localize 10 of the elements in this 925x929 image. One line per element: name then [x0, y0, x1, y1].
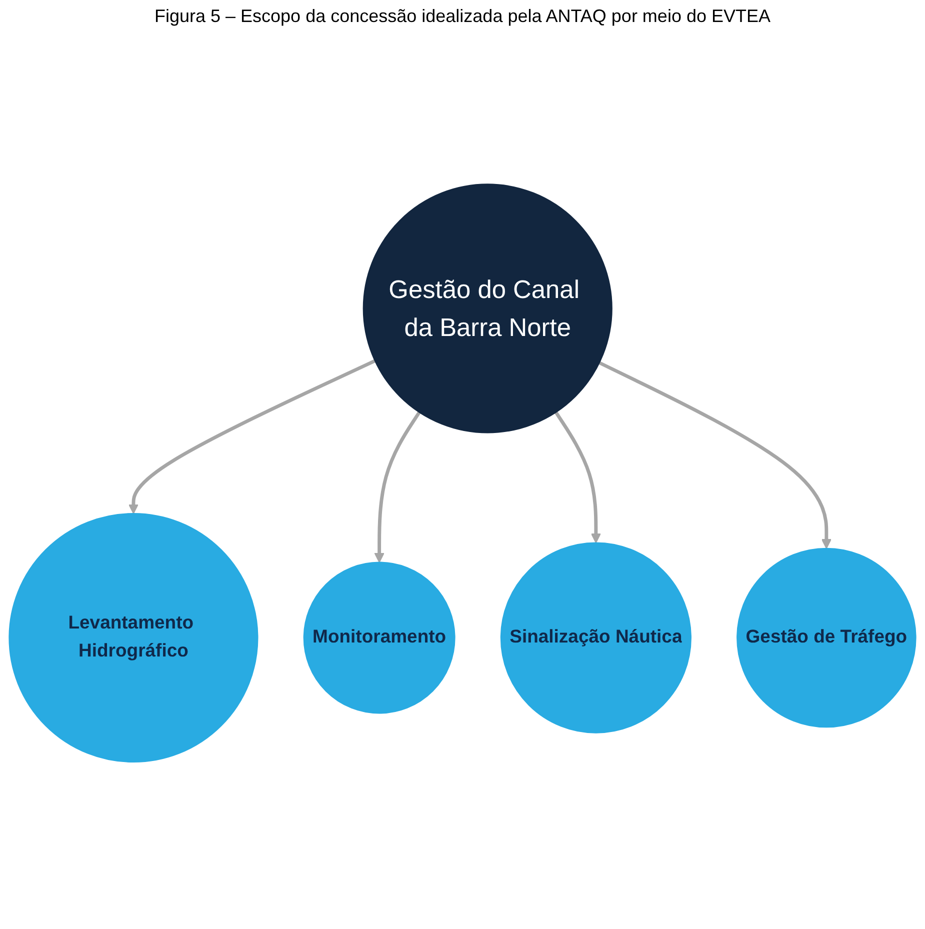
arrow [128, 359, 376, 514]
node-circle: Gestão de Tráfego [736, 548, 916, 728]
figure-title: Figura 5 – Escopo da concessão idealizada pela ANTAQ por meio do EVTEA [153, 5, 772, 28]
arrow [598, 361, 832, 549]
node-circle: Monitoramento [303, 562, 456, 714]
node-circle: Levantamento Hidrográfico [8, 512, 258, 762]
arrow [374, 411, 421, 563]
arrow [554, 411, 602, 544]
node-circle: Gestão do Canal da Barra Norte [362, 184, 612, 434]
node-circle: Sinalização Náutica [500, 542, 692, 734]
